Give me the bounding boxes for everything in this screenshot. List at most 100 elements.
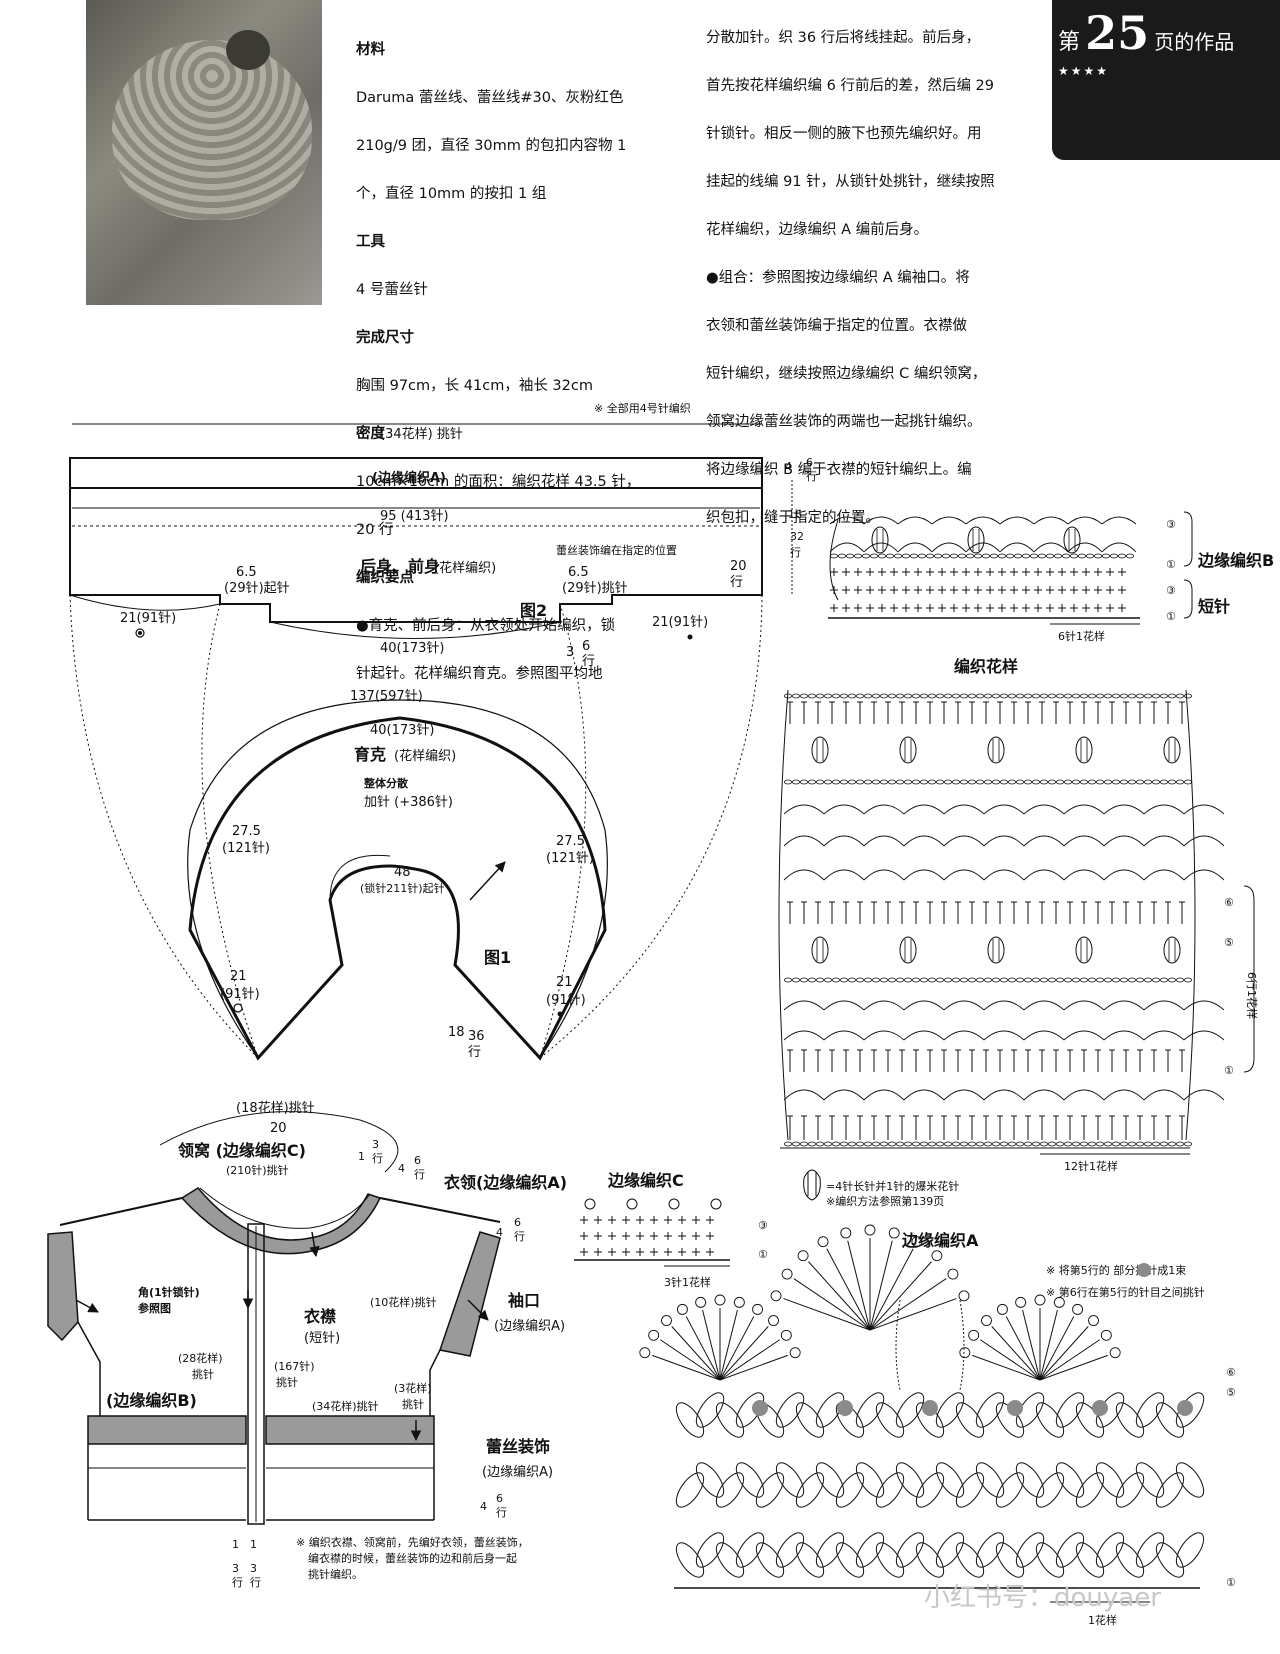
b-rows-4: 4: [785, 460, 792, 473]
turning-chain: [778, 689, 789, 1141]
fan-stitch: [783, 1298, 871, 1331]
rows-3-num: 3: [566, 645, 574, 660]
chain-stitch: [1136, 779, 1145, 785]
picot-stitch: [584, 1198, 596, 1210]
chain-stitch: [1104, 1141, 1113, 1147]
page-suffix: 页的作品: [1154, 30, 1235, 54]
right-cuff-arrow: [467, 1299, 489, 1321]
chain-stitch: [848, 1141, 857, 1147]
side-right-label: 21(91针): [652, 615, 708, 630]
chain-stitch: [896, 779, 905, 785]
sc-mark-3: ③: [1166, 584, 1176, 597]
pick-34-label: (34花样)挑针: [312, 1399, 379, 1413]
chain-stitch: [1056, 977, 1065, 983]
a-note-1: ※ 将第5行的 部分挑针成1束: [1046, 1263, 1186, 1277]
outer-137-label: 137(597针): [350, 689, 423, 704]
a-note-circle-icon: [1137, 1263, 1151, 1277]
note-all-needles: ※ 全部用4号针编织: [594, 401, 691, 415]
chain-stitch: [912, 977, 921, 983]
distribute-label: 整体分散: [363, 776, 409, 790]
instruction-line: 短针编织，继续按照边缘编织 C 编织领窝，: [706, 366, 987, 382]
chain-stitch: [1000, 693, 1009, 699]
inner-40-label: 40(173针): [370, 723, 435, 738]
chain-stitch: [1088, 1141, 1097, 1147]
leaf-stitch: [755, 1472, 785, 1508]
chain-stitch: [902, 553, 911, 559]
fan-stitch: [719, 1354, 788, 1381]
picot-stitch: [1015, 1296, 1027, 1308]
popcorn-stitch: [987, 736, 1005, 764]
chain-stitch: [880, 693, 889, 699]
guide-line-right-inner: [539, 603, 587, 1059]
watermark: 小红书号：douyaer: [924, 1583, 1161, 1613]
left-21-label: (91针): [220, 987, 260, 1002]
fan-stitch: [1039, 1354, 1108, 1381]
figure-2-label: 图2: [520, 601, 547, 620]
chain-stitch: [1014, 553, 1023, 559]
turning-chain: [829, 519, 839, 601]
tools-heading: 工具: [356, 234, 385, 250]
chain-arch: [1023, 1030, 1065, 1041]
leaf-stitch: [715, 1542, 745, 1578]
leaf-stitch: [775, 1462, 805, 1498]
chain-stitch: [1128, 977, 1137, 983]
leaf-stitch: [975, 1532, 1005, 1568]
pick-3-b: 挑针: [402, 1397, 424, 1411]
collar-label: 衣领(边缘编织A): [444, 1173, 567, 1192]
assembly-diagram: (18花样)挑针 20 领窝 (边缘编织C) (210针)挑针 1 3 行 4 …: [47, 1100, 567, 1589]
leaf-stitch: [775, 1532, 805, 1568]
chain-stitch: [792, 779, 801, 785]
leaf-stitch: [675, 1542, 705, 1578]
chain-arch: [823, 1000, 865, 1011]
chain-stitch: [1016, 1141, 1025, 1147]
chain-arch: [897, 516, 933, 525]
chain-stitch: [840, 779, 849, 785]
yoke-title: 育克: [354, 745, 386, 764]
fan-stitch: [869, 1248, 914, 1331]
pattern-repeat-label: 12针1花样: [1064, 1159, 1118, 1173]
chain-stitch: [1048, 977, 1057, 983]
rows-36-num: 36: [468, 1029, 485, 1044]
leaf-stitch: [1135, 1392, 1165, 1428]
chart-edge-b: 4 6 行 16 32 行 6针1花样 边缘编织B 短针 ③ ① ③ ①: [785, 456, 1274, 643]
chain-stitch: [992, 693, 1001, 699]
popcorn-stitch: [1163, 936, 1181, 964]
leaf-stitch: [1135, 1462, 1165, 1498]
leaf-stitch: [1115, 1472, 1145, 1508]
chain-stitch: [1104, 779, 1113, 785]
fan-stitch: [972, 1354, 1041, 1381]
chain-stitch: [976, 779, 985, 785]
chain-stitch: [1136, 1141, 1145, 1147]
chain-stitch: [1032, 977, 1041, 983]
chain-arch: [1023, 835, 1065, 847]
leaf-stitch: [975, 1462, 1005, 1498]
figure-1-label: 图1: [484, 948, 511, 967]
yoke-outline: [188, 716, 607, 1061]
leaf-stitch: [955, 1472, 985, 1508]
left-cuff-band: [47, 1231, 79, 1342]
assembly-note-1: ※ 编织衣襟、领窝前，先编好衣领，蕾丝装饰，: [296, 1535, 529, 1549]
chain-stitch: [904, 779, 913, 785]
c-mark-3: ③: [758, 1219, 768, 1232]
right-cuff-band: [439, 1231, 501, 1357]
picot-stitch: [996, 1303, 1008, 1315]
chain-stitch: [1160, 1141, 1169, 1147]
leaf-stitch: [855, 1462, 885, 1498]
chain-stitch: [824, 693, 833, 699]
chain-stitch: [1030, 553, 1039, 559]
chain-stitch: [846, 553, 855, 559]
fan-stitch: [808, 1261, 871, 1331]
chain-stitch: [912, 693, 921, 699]
chain-stitch: [1112, 779, 1121, 785]
chain-stitch: [1008, 693, 1017, 699]
leaf-stitch: [1015, 1532, 1045, 1568]
chain-stitch: [1080, 779, 1089, 785]
bottom-right-label: 行: [250, 1576, 261, 1589]
picot-stitch: [714, 1294, 726, 1306]
leaf-stitch: [1035, 1472, 1065, 1508]
chain-stitch: [1184, 1141, 1193, 1147]
chain-stitch: [1176, 1141, 1185, 1147]
picot-stitch: [770, 1290, 782, 1302]
n1-num: 1: [358, 1150, 365, 1163]
chain-stitch: [1088, 693, 1097, 699]
